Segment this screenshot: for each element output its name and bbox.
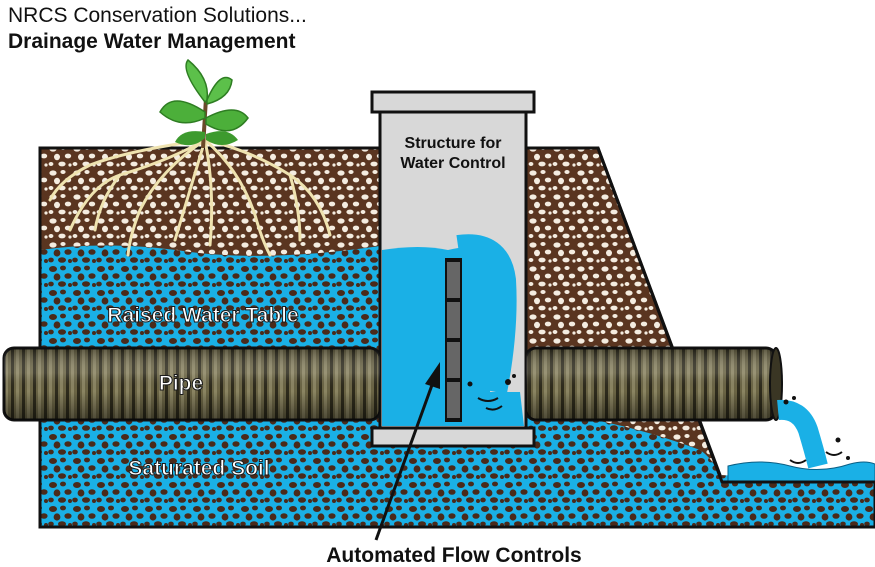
water-control-structure — [370, 90, 536, 448]
saturated-soil-zone — [40, 412, 875, 527]
arrow-icon — [374, 362, 440, 541]
plant-roots — [48, 138, 332, 257]
plant-icon — [159, 58, 249, 149]
raised-water-table-label: Raised Water Table — [107, 304, 298, 327]
saturated-soil-label: Saturated Soil — [128, 457, 269, 480]
ground-outline — [38, 146, 875, 529]
drain-pipe-left — [2, 346, 382, 422]
outlet-stream — [777, 396, 850, 469]
structure-label-line1: Structure for — [405, 135, 502, 152]
drain-pipe-right — [524, 346, 783, 422]
pipe-label: Pipe — [159, 372, 203, 395]
diagram-title: Drainage Water Management — [8, 30, 296, 53]
flow-controls-label: Automated Flow Controls — [326, 544, 582, 567]
series-title: NRCS Conservation Solutions... — [8, 4, 307, 27]
outlet-water — [727, 461, 875, 483]
structure-label-line2: Water Control — [400, 155, 505, 172]
